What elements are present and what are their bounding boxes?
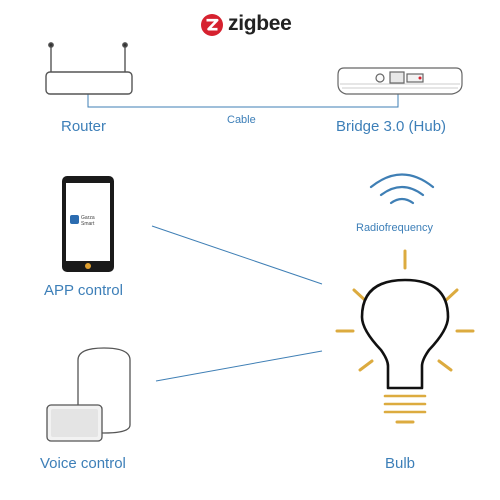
- radiofrequency-label: Radiofrequency: [356, 222, 434, 234]
- phone-app-line2: Smart: [81, 221, 95, 227]
- cable-label: Cable: [227, 114, 256, 126]
- voice-connector: [155, 350, 323, 382]
- smartphone-icon: [62, 176, 114, 272]
- app-control-label: APP control: [44, 282, 123, 299]
- app-connector: [151, 225, 323, 285]
- router-icon: [45, 42, 133, 95]
- display-device-icon: [46, 404, 103, 442]
- bridge-label: Bridge 3.0 (Hub): [336, 118, 447, 135]
- zigbee-logo-icon: [201, 14, 223, 36]
- router-label: Router: [61, 118, 107, 135]
- bulb-label: Bulb: [385, 455, 416, 472]
- phone-app-line1: Garza: [81, 215, 95, 221]
- radio-wave-icon: [369, 173, 435, 205]
- bridge-hub-icon: [337, 67, 463, 95]
- bulb-icon: [335, 249, 475, 424]
- garza-app-icon: [70, 215, 79, 224]
- zigbee-logo-text: zigbee: [228, 12, 292, 35]
- voice-control-label: Voice control: [40, 455, 126, 472]
